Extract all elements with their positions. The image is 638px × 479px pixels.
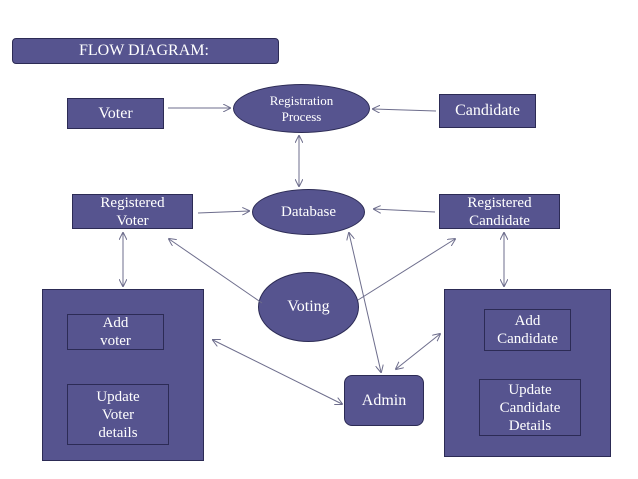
add-voter-node: Add voter — [67, 314, 164, 350]
arrow-candidate-to-registration — [373, 109, 437, 111]
add-voter-label: Add voter — [100, 315, 131, 349]
diagram-title: FLOW DIAGRAM: — [12, 38, 279, 64]
add-candidate-label: Add Candidate — [497, 313, 558, 347]
voter-label: Voter — [98, 104, 133, 122]
admin-label: Admin — [361, 391, 407, 409]
admin-node: Admin — [344, 375, 424, 426]
arrow-voting-to-registered-candidate — [357, 239, 455, 301]
database-label: Database — [281, 204, 336, 220]
arrow-registered-voter-to-database — [197, 211, 249, 213]
candidate-management-box — [444, 289, 611, 457]
voter-management-box — [42, 289, 204, 461]
candidate-node: Candidate — [439, 94, 536, 128]
registered-voter-label: Registered Voter — [100, 194, 165, 229]
candidate-label: Candidate — [455, 102, 520, 120]
arrow-database-admin — [349, 233, 381, 372]
voting-label: Voting — [287, 298, 330, 316]
update-candidate-details-node: Update Candidate Details — [479, 379, 581, 436]
registration-process-label: Registration Process — [269, 92, 334, 124]
update-voter-details-node: Update Voter details — [67, 384, 169, 445]
update-candidate-details-label: Update Candidate Details — [499, 381, 561, 434]
registered-candidate-label: Registered Candidate — [467, 194, 532, 229]
arrow-voting-to-registered-voter — [169, 239, 263, 304]
registered-candidate-node: Registered Candidate — [439, 194, 560, 229]
voter-node: Voter — [67, 98, 164, 129]
database-node: Database — [252, 189, 365, 235]
registered-voter-node: Registered Voter — [72, 194, 193, 229]
registration-process-node: Registration Process — [233, 84, 370, 133]
diagram-title-text: FLOW DIAGRAM: — [79, 42, 209, 60]
arrow-registered-candidate-to-database — [374, 209, 436, 212]
arrow-admin-voter-box — [213, 340, 342, 404]
arrow-admin-candidate-box — [396, 334, 440, 369]
add-candidate-node: Add Candidate — [484, 309, 571, 351]
update-voter-details-label: Update Voter details — [96, 388, 140, 441]
voting-node: Voting — [258, 272, 359, 342]
